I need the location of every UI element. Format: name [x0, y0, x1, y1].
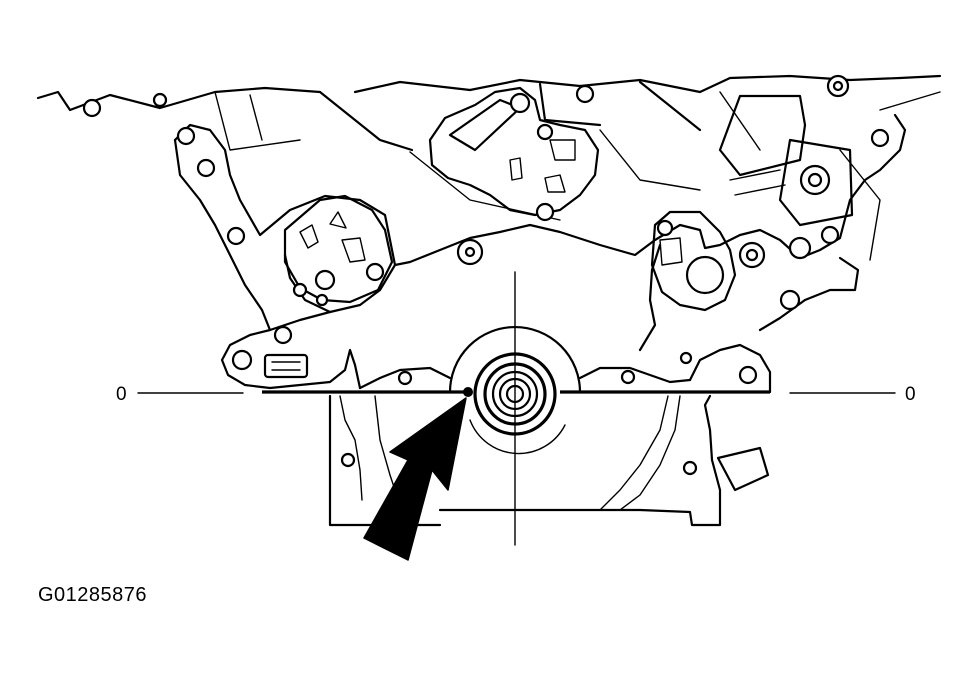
bolt-holes	[176, 126, 801, 476]
right-mounting-plate	[650, 94, 890, 312]
right-zero-label: 0	[905, 384, 916, 405]
engine-block-outline	[36, 74, 942, 261]
center-mounting-plate	[428, 86, 600, 222]
alignment-lines	[137, 271, 896, 546]
cover-bosses	[263, 353, 770, 492]
left-zero-label: 0	[116, 384, 127, 405]
figure-id: G01285876	[38, 584, 148, 606]
pointer-arrow	[363, 397, 467, 561]
timing-mark	[463, 387, 473, 397]
left-mounting-plate	[283, 194, 394, 307]
timing-cover	[173, 113, 907, 394]
